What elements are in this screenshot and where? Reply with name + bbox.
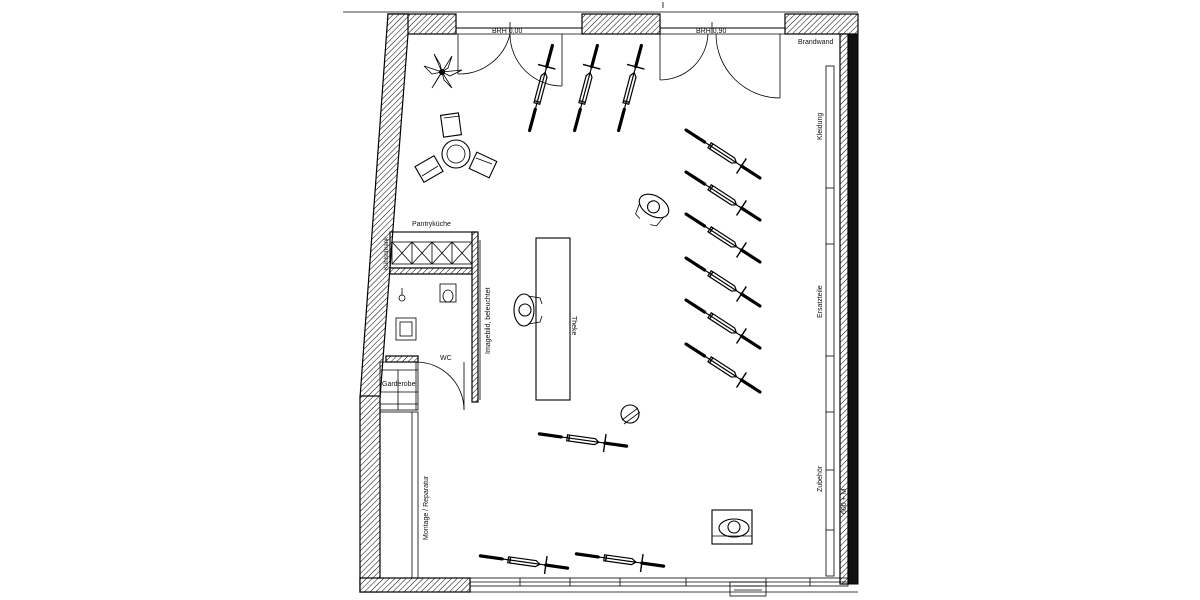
garderobe-label: Garderobe xyxy=(382,381,416,388)
bike-icon xyxy=(564,41,608,135)
wc-room xyxy=(385,231,481,411)
round-display-icon xyxy=(620,404,641,425)
ersatzteile-label: Ersatzteile xyxy=(817,285,824,318)
entrance-door-right xyxy=(659,22,785,99)
bike-icon xyxy=(679,334,767,402)
entrance-door-left xyxy=(456,22,582,87)
imagebild-label: Imagebild, beleuchtet xyxy=(485,287,492,354)
theke-counter xyxy=(535,237,571,401)
brandwand-label: Brandwand xyxy=(798,39,834,46)
exterior-walls xyxy=(359,13,859,593)
bottom-window-band xyxy=(469,577,858,597)
brh-right-label: BRH 0,90 xyxy=(696,28,726,35)
garderobe xyxy=(379,361,419,411)
table-with-chairs xyxy=(414,112,498,184)
bike-icon xyxy=(477,545,571,579)
wc-label: WC xyxy=(440,355,452,362)
zubehoer-label: Zubehör xyxy=(817,465,824,492)
bike-icon xyxy=(536,423,630,457)
brh-left-label: BRH 0,00 xyxy=(492,28,522,35)
fridge-label: Kühlschrank xyxy=(384,236,390,270)
pantry-label: Pantryküche xyxy=(412,221,451,228)
workbench xyxy=(379,411,419,579)
dimension-label: 600 + M xyxy=(841,488,848,514)
theke-label: Theke xyxy=(570,316,577,336)
bike-icon xyxy=(519,41,563,135)
person-at-counter-icon xyxy=(513,293,543,327)
bike-icon xyxy=(608,41,652,135)
person-at-desk-icon xyxy=(711,509,753,545)
wall-shelving xyxy=(825,65,835,577)
montage-label: Montage / Reparatur xyxy=(423,475,430,540)
plant-icon xyxy=(423,53,463,89)
bike-icon xyxy=(573,543,667,577)
kleidung-label: Kleidung xyxy=(817,113,824,140)
person-standing-icon xyxy=(635,193,670,227)
pantry-kitchen xyxy=(389,231,477,269)
bike-display xyxy=(477,41,767,579)
